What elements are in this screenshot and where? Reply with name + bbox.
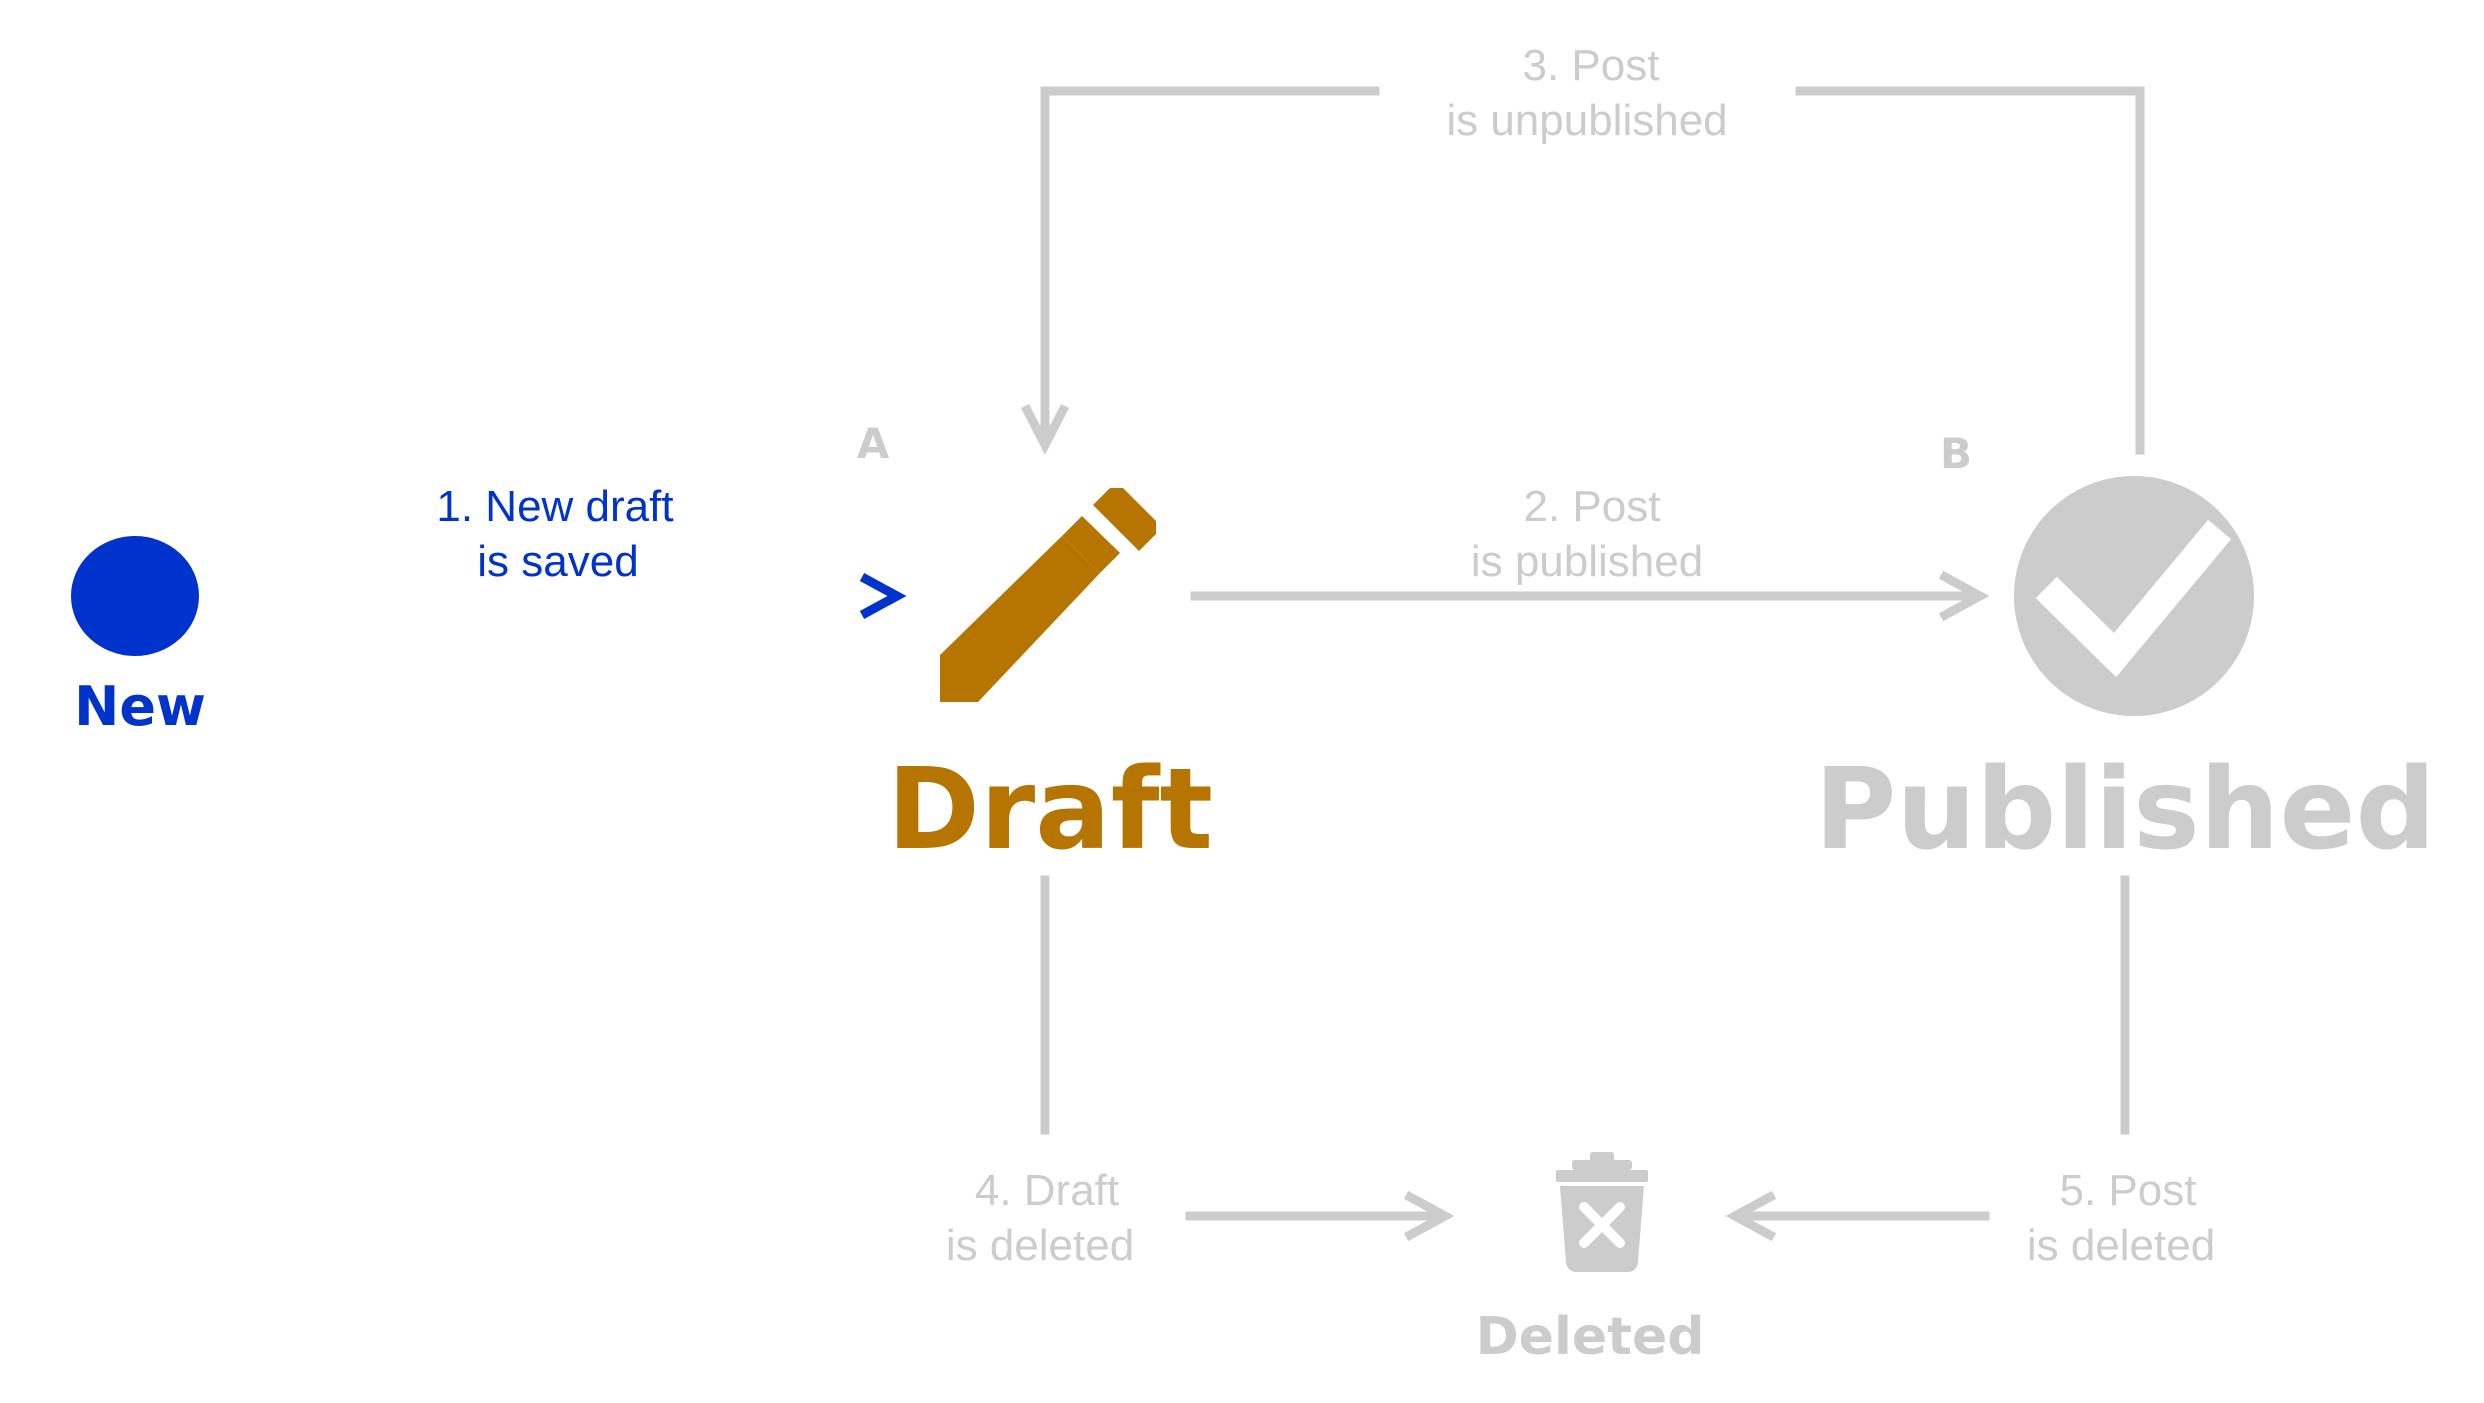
state-published-marker: B — [1940, 429, 1972, 478]
trash-can-icon — [1556, 1152, 1648, 1272]
transition-3-line1: 3. Post — [1523, 41, 1660, 90]
transition-4-label: 4. Draft is deleted — [946, 1166, 1134, 1270]
state-deleted: Deleted — [1476, 1152, 1705, 1367]
transition-1-line2: is saved — [477, 537, 638, 586]
transition-3-line2: is unpublished — [1446, 96, 1727, 145]
state-published: B Published — [1814, 429, 2435, 875]
transition-4-line1: 4. Draft — [975, 1166, 1119, 1215]
state-published-label: Published — [1814, 745, 2435, 875]
unpublish-arrowhead — [1020, 403, 1070, 455]
filled-circle-icon — [71, 536, 199, 656]
transition-2-label: 2. Post is published — [1471, 482, 1703, 586]
transition-2-line1: 2. Post — [1524, 482, 1661, 531]
transition-1-line1: 1. New draft — [436, 482, 673, 531]
transition-1-label: 1. New draft is saved — [436, 482, 673, 586]
publish-arrowhead — [1938, 570, 1990, 622]
transition-2-line2: is published — [1471, 537, 1703, 586]
pencil-icon — [940, 488, 1156, 702]
transition-5-label: 5. Post is deleted — [2027, 1166, 2215, 1270]
transition-5-line1: 5. Post — [2060, 1166, 2197, 1215]
unpublish-connector — [1795, 86, 2145, 455]
state-draft-marker: A — [857, 419, 890, 468]
new-draft-arrowhead — [859, 573, 907, 619]
transition-3-label: 3. Post is unpublished — [1446, 41, 1727, 145]
state-new: New — [71, 536, 206, 738]
draft-delete-arrowhead — [1403, 1190, 1455, 1242]
state-deleted-label: Deleted — [1476, 1307, 1705, 1367]
transition-5-line2: is deleted — [2027, 1221, 2215, 1270]
check-circle-icon — [2014, 476, 2254, 716]
state-new-label: New — [74, 675, 206, 738]
transition-4-line2: is deleted — [946, 1221, 1134, 1270]
state-draft: A Draft — [857, 419, 1213, 875]
unpublish-connector-left — [1040, 86, 1380, 445]
post-delete-arrowhead — [1725, 1190, 1777, 1242]
state-draft-label: Draft — [887, 745, 1213, 875]
